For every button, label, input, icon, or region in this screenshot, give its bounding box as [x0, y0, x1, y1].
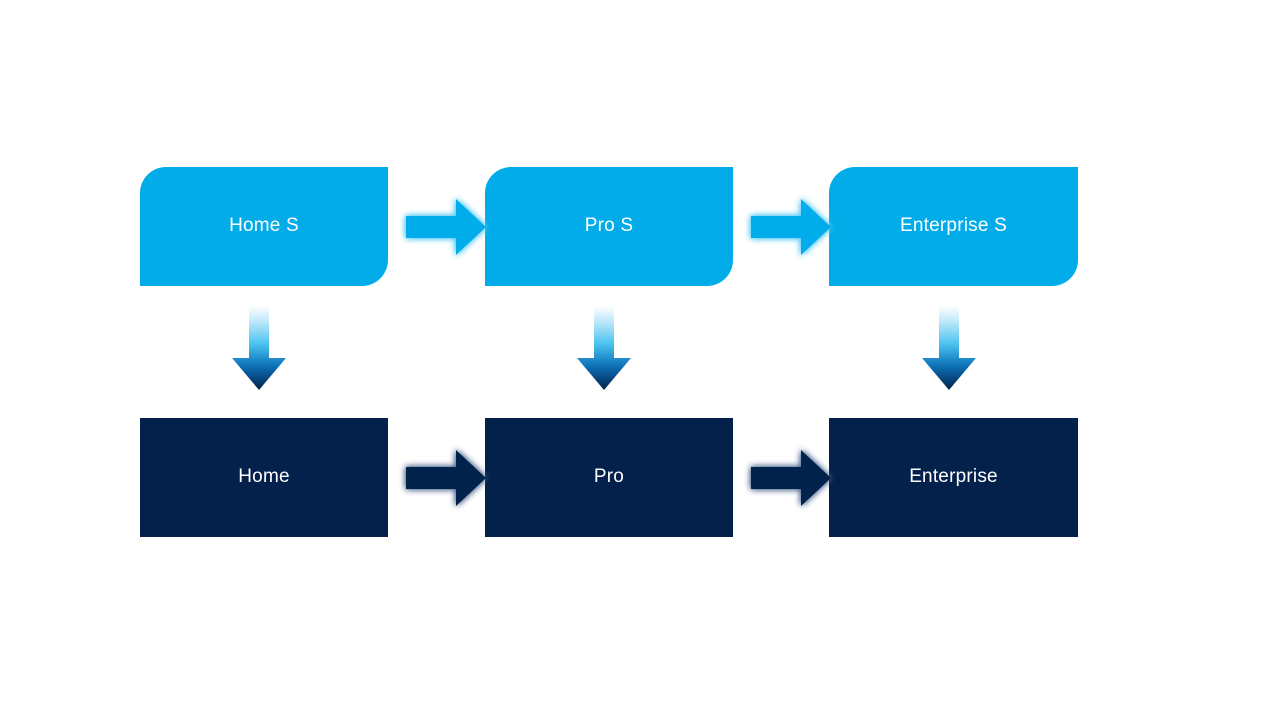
node-home-s-label: Home S: [229, 215, 299, 237]
node-enterprise[interactable]: Enterprise: [829, 418, 1078, 537]
node-enterprise-label: Enterprise: [909, 466, 998, 488]
node-home-s[interactable]: Home S: [140, 167, 388, 286]
node-pro-label: Pro: [593, 466, 625, 488]
node-enterprise-s[interactable]: Enterprise S: [829, 167, 1078, 286]
arrow-pro-s-to-pro: [573, 306, 635, 392]
node-pro-s[interactable]: Pro S: [485, 167, 733, 286]
node-pro-s-label: Pro S: [584, 215, 634, 237]
node-enterprise-s-label: Enterprise S: [900, 215, 1007, 237]
arrow-pro-s-to-enterprise-s: [749, 196, 833, 258]
node-home[interactable]: Home: [140, 418, 388, 537]
node-pro[interactable]: Pro: [485, 418, 733, 537]
arrow-home-s-to-home: [228, 306, 290, 392]
arrow-pro-to-enterprise: [749, 447, 833, 509]
arrow-home-to-pro: [404, 447, 488, 509]
arrow-home-s-to-pro-s: [404, 196, 488, 258]
arrow-enterprise-s-to-enterprise: [918, 306, 980, 392]
node-home-label: Home: [238, 466, 290, 488]
